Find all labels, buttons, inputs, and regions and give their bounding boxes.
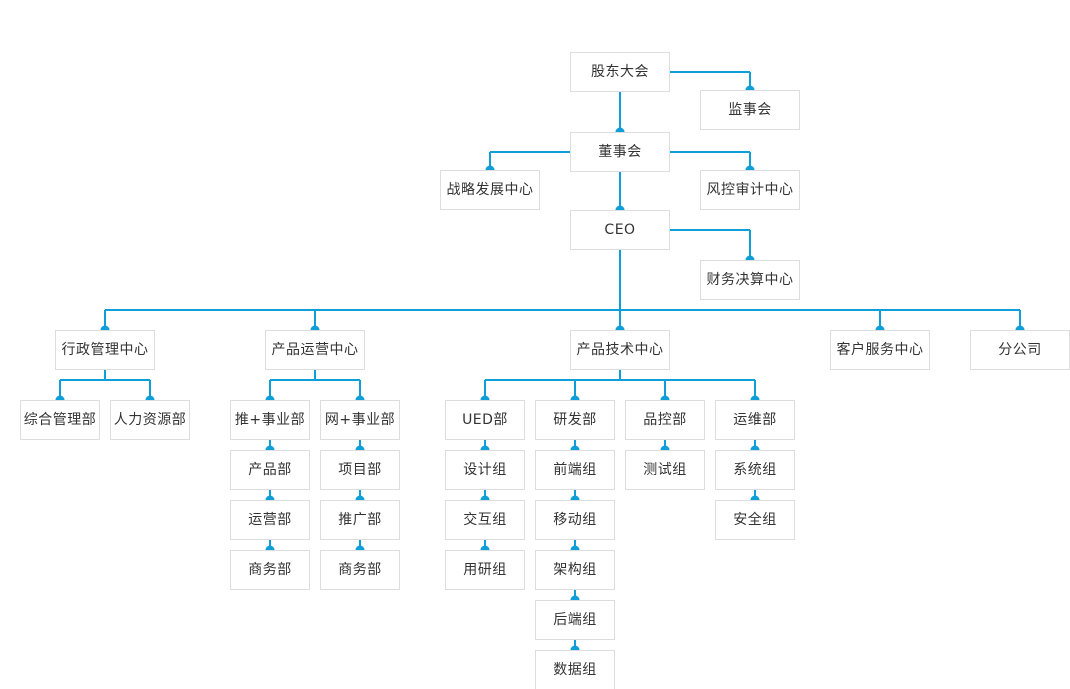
org-node[interactable]: 股东大会 — [570, 52, 670, 92]
org-node[interactable]: 前端组 — [535, 450, 615, 490]
org-node-label: 股东大会 — [591, 64, 649, 80]
org-node[interactable]: 董事会 — [570, 132, 670, 172]
org-node-label: 商务部 — [338, 562, 382, 578]
org-node-label: 风控审计中心 — [706, 182, 794, 198]
org-node[interactable]: 行政管理中心 — [55, 330, 155, 370]
org-node-label: 推+事业部 — [234, 412, 306, 428]
org-node-label: 商务部 — [248, 562, 292, 578]
org-node[interactable]: 运营部 — [230, 500, 310, 540]
org-node-label: 综合管理部 — [23, 412, 97, 428]
org-node-label: 前端组 — [553, 462, 597, 478]
org-node[interactable]: 品控部 — [625, 400, 705, 440]
org-node[interactable]: 综合管理部 — [20, 400, 100, 440]
org-node[interactable]: 移动组 — [535, 500, 615, 540]
org-node[interactable]: 设计组 — [445, 450, 525, 490]
org-node[interactable]: 商务部 — [230, 550, 310, 590]
org-node-label: 推广部 — [338, 512, 382, 528]
org-node-label: 研发部 — [553, 412, 597, 428]
org-node[interactable]: 风控审计中心 — [700, 170, 800, 210]
org-node[interactable]: 产品部 — [230, 450, 310, 490]
org-node-label: 品控部 — [643, 412, 687, 428]
org-node-label: 项目部 — [338, 462, 382, 478]
org-node[interactable]: CEO — [570, 210, 670, 250]
org-node-label: CEO — [604, 222, 636, 238]
org-node[interactable]: 数据组 — [535, 650, 615, 689]
org-node-label: 分公司 — [998, 342, 1042, 358]
org-node[interactable]: 产品运营中心 — [265, 330, 365, 370]
org-node-label: 战略发展中心 — [446, 182, 534, 198]
org-node-label: 财务决算中心 — [706, 272, 794, 288]
org-node-label: 网+事业部 — [324, 412, 396, 428]
org-node[interactable]: 项目部 — [320, 450, 400, 490]
org-node[interactable]: 用研组 — [445, 550, 525, 590]
org-node-label: 设计组 — [463, 462, 507, 478]
org-node[interactable]: 商务部 — [320, 550, 400, 590]
org-node[interactable]: 产品技术中心 — [570, 330, 670, 370]
org-node[interactable]: 架构组 — [535, 550, 615, 590]
org-node-label: 产品技术中心 — [576, 342, 664, 358]
org-node[interactable]: 后端组 — [535, 600, 615, 640]
org-node[interactable]: UED部 — [445, 400, 525, 440]
org-node-label: 移动组 — [553, 512, 597, 528]
org-node[interactable]: 网+事业部 — [320, 400, 400, 440]
org-node[interactable]: 推+事业部 — [230, 400, 310, 440]
org-node[interactable]: 客户服务中心 — [830, 330, 930, 370]
org-node[interactable]: 安全组 — [715, 500, 795, 540]
org-node-label: 运营部 — [248, 512, 292, 528]
org-node-label: 后端组 — [553, 612, 597, 628]
org-node-label: 测试组 — [643, 462, 687, 478]
org-node-label: 交互组 — [463, 512, 507, 528]
org-node[interactable]: 运维部 — [715, 400, 795, 440]
org-node[interactable]: 分公司 — [970, 330, 1070, 370]
org-node-label: 系统组 — [733, 462, 777, 478]
org-node-label: 安全组 — [733, 512, 777, 528]
org-node-label: 董事会 — [598, 144, 642, 160]
org-node-label: 人力资源部 — [113, 412, 187, 428]
org-node[interactable]: 交互组 — [445, 500, 525, 540]
org-node-label: 监事会 — [728, 102, 772, 118]
org-node-label: 客户服务中心 — [836, 342, 924, 358]
org-node[interactable]: 战略发展中心 — [440, 170, 540, 210]
org-node-label: 数据组 — [553, 662, 597, 678]
org-node-label: UED部 — [462, 412, 508, 428]
org-node[interactable]: 财务决算中心 — [700, 260, 800, 300]
org-node[interactable]: 研发部 — [535, 400, 615, 440]
org-node[interactable]: 人力资源部 — [110, 400, 190, 440]
org-node-label: 产品运营中心 — [271, 342, 359, 358]
org-node[interactable]: 系统组 — [715, 450, 795, 490]
org-node-label: 行政管理中心 — [61, 342, 149, 358]
org-node-label: 产品部 — [248, 462, 292, 478]
org-node[interactable]: 推广部 — [320, 500, 400, 540]
org-node-label: 架构组 — [553, 562, 597, 578]
org-node-label: 用研组 — [463, 562, 507, 578]
org-node[interactable]: 测试组 — [625, 450, 705, 490]
org-node-label: 运维部 — [733, 412, 777, 428]
org-node[interactable]: 监事会 — [700, 90, 800, 130]
